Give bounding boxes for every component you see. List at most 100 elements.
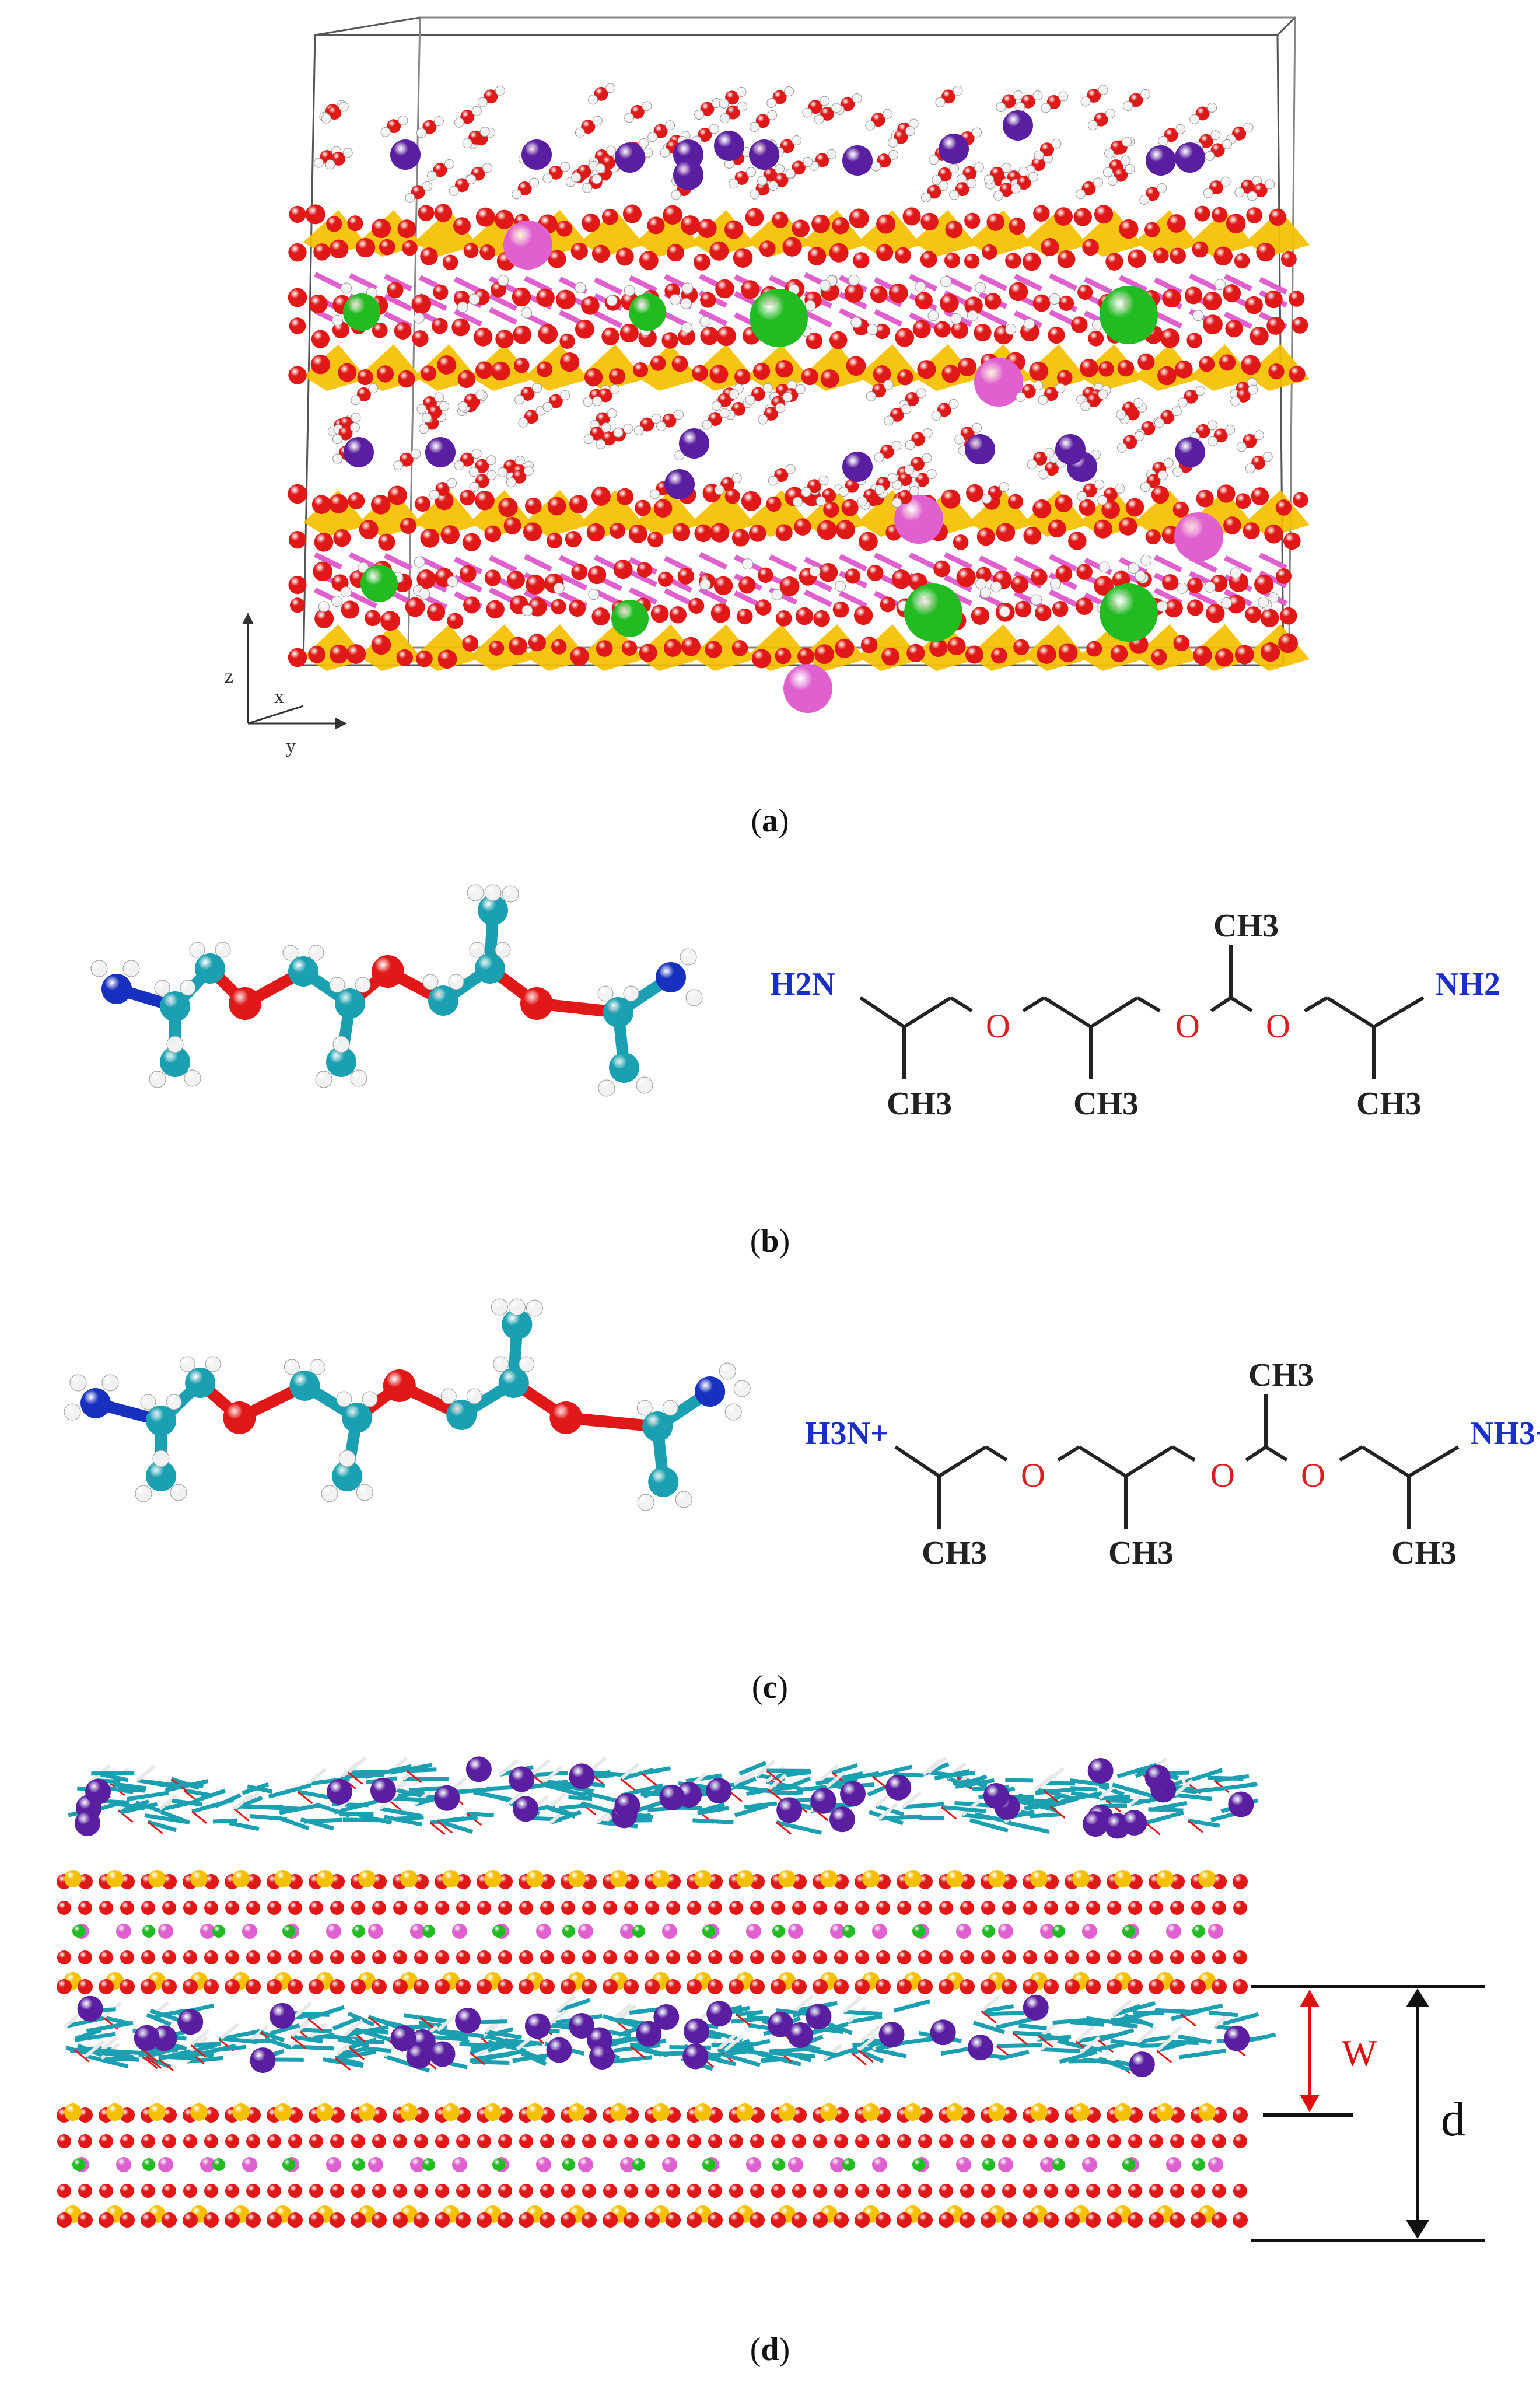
oxygen-atom (1194, 205, 1210, 222)
water-hydrogen (607, 408, 617, 418)
oxygen-atom (551, 599, 566, 614)
oxygen-atom (1082, 239, 1099, 256)
water-hydrogen (745, 394, 755, 405)
oxygen-atom (729, 1950, 743, 1964)
water-oxygen (1145, 187, 1160, 201)
octahedral-bond (489, 307, 517, 325)
oxygen-atom (397, 370, 415, 388)
oxygen-atom (1002, 1901, 1016, 1915)
oxygen-atom (964, 253, 980, 269)
oxygen-atom (775, 610, 792, 627)
potassium-ion (466, 1756, 492, 1782)
organic-bond (158, 2054, 196, 2061)
organic-bond (902, 1791, 922, 1809)
hydrogen-atom (719, 1362, 736, 1380)
water-oxygen (755, 114, 770, 128)
water-hydrogen (888, 149, 899, 160)
water-oxygen (1122, 401, 1136, 416)
oxygen-atom (351, 1979, 366, 1994)
oxygen-atom (603, 2212, 618, 2228)
water-hydrogen (883, 379, 894, 390)
aluminium-atom (452, 1924, 467, 1939)
oxygen-atom (895, 328, 915, 347)
octahedral-bond (874, 309, 902, 327)
oxygen-atom (876, 1901, 890, 1915)
oxygen-atom (700, 292, 716, 308)
water-hydrogen (1104, 148, 1115, 159)
oxygen-atom (412, 330, 429, 347)
water-oxygen (764, 406, 778, 421)
oxygen-atom (229, 987, 261, 1020)
oxygen-atom (873, 365, 891, 383)
magnesium-atom (142, 1925, 155, 1938)
carbon-atom (475, 953, 505, 984)
potassium-ion (653, 2004, 680, 2030)
oxygen-atom (897, 1950, 911, 1964)
organic-bond (486, 2034, 521, 2047)
water-hydrogen (487, 470, 497, 480)
oxygen-atom (829, 243, 849, 263)
oxygen-atom (120, 2134, 134, 2148)
water-oxygen (327, 106, 342, 120)
water-hydrogen (874, 485, 885, 495)
oxygen-atom (1107, 1901, 1121, 1915)
water-hydrogen (426, 170, 437, 181)
water-hydrogen (351, 395, 361, 406)
oxygen-atom (1186, 599, 1204, 616)
hydrogen-atom (321, 1485, 338, 1502)
hydrogen-atom (809, 565, 821, 577)
nitrogen-atom (102, 974, 132, 1004)
formula-bond (1245, 1445, 1267, 1462)
oxygen-atom (486, 600, 505, 619)
oxygen-atom (309, 2212, 324, 2228)
formula-bond (1057, 1445, 1080, 1462)
oxygen-atom (672, 523, 691, 541)
potassium-ion (455, 2007, 481, 2033)
aluminium-atom (242, 1924, 257, 1939)
organic-bond (194, 1788, 226, 1803)
water-oxygen (435, 481, 450, 496)
oxygen-atom (817, 520, 837, 540)
oxygen-atom (650, 355, 666, 371)
caption-b: (b) (750, 1223, 790, 1259)
oxygen-atom (920, 251, 937, 268)
oxygen-atom (1266, 316, 1285, 335)
organic-bond (437, 1819, 474, 1834)
magnesium-atom (282, 1925, 295, 1938)
oxygen-atom (775, 524, 793, 541)
oxygen-atom (484, 525, 502, 543)
oxygen-atom (880, 596, 896, 613)
oxygen-atom (346, 644, 366, 664)
hydrogen-atom (284, 1359, 300, 1375)
oxygen-atom (813, 610, 830, 627)
water-hydrogen (884, 415, 894, 426)
oxygen-atom (477, 2184, 491, 2198)
hydrogen-atom (522, 604, 533, 616)
oxygen-atom (855, 1979, 870, 1994)
water-hydrogen (592, 396, 603, 406)
water-hydrogen (803, 156, 813, 167)
water-hydrogen (954, 434, 965, 445)
oxygen-atom (1031, 569, 1048, 586)
organic-bond (1112, 1999, 1132, 2017)
water-hydrogen (1247, 191, 1258, 201)
octahedral-bond (594, 277, 622, 295)
water-hydrogen (883, 109, 893, 119)
water-oxygen (1195, 106, 1210, 121)
oxygen-atom (477, 2212, 492, 2228)
oxygen-atom (929, 638, 948, 658)
organic-bond (135, 1801, 160, 1813)
water-hydrogen (1122, 137, 1132, 147)
water-hydrogen (592, 116, 603, 126)
organic-bond (437, 2028, 484, 2039)
oxygen-atom (876, 2212, 891, 2228)
oxygen-atom (420, 247, 438, 265)
hydrogen-atom (491, 1298, 508, 1316)
water-hydrogen (1041, 103, 1051, 113)
potassium-ion (406, 2043, 432, 2069)
oxygen-atom (1170, 2134, 1184, 2148)
water-hydrogen (480, 127, 490, 137)
oxygen-atom (1105, 253, 1124, 271)
formula-bond (1022, 996, 1045, 1013)
